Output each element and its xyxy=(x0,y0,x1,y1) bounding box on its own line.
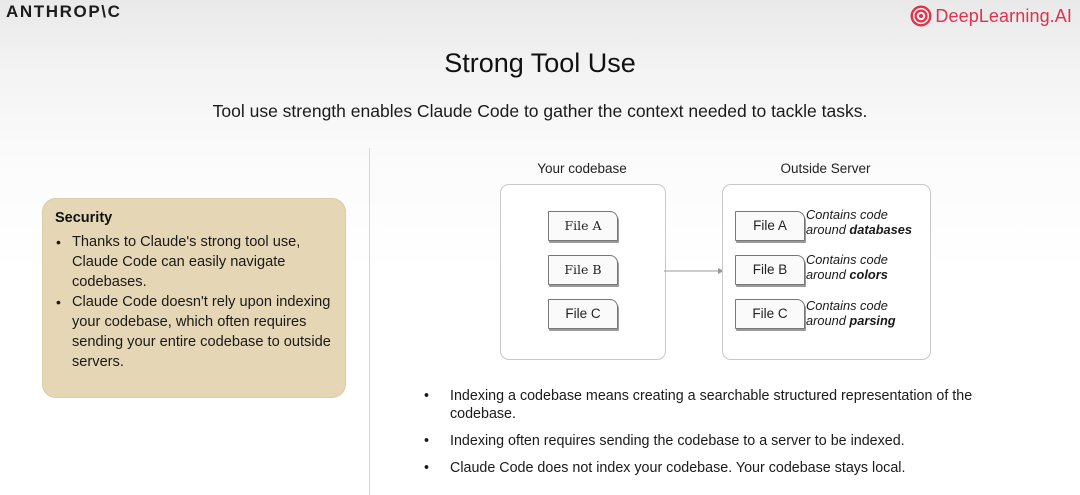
file-c-note: Contains code around parsing xyxy=(806,298,926,328)
indexing-bullet-list: Indexing a codebase means creating a sea… xyxy=(424,387,1024,486)
server-file-a: File A xyxy=(735,211,805,241)
note-keyword: colors xyxy=(849,267,888,282)
outside-server-label: Outside Server xyxy=(780,161,871,176)
note-text: Contains code xyxy=(806,252,888,267)
deeplearning-spiral-icon xyxy=(910,5,932,27)
note-text: around xyxy=(806,222,850,237)
file-b-note: Contains code around colors xyxy=(806,252,926,282)
note-text: Contains code xyxy=(806,207,888,222)
server-file-c: File C xyxy=(735,299,805,329)
local-file-c: File C xyxy=(548,299,618,329)
note-keyword: databases xyxy=(849,222,913,237)
note-text: Contains code xyxy=(806,298,888,313)
slide-subtitle: Tool use strength enables Claude Code to… xyxy=(212,101,868,121)
local-file-b: File B xyxy=(548,255,618,285)
security-bullet: Thanks to Claude's strong tool use, Clau… xyxy=(54,232,342,292)
indexing-bullet: Indexing a codebase means creating a sea… xyxy=(424,387,1024,423)
security-bullet: Claude Code doesn't rely upon indexing y… xyxy=(54,292,342,372)
vertical-divider xyxy=(369,148,370,495)
your-codebase-label: Your codebase xyxy=(537,161,627,176)
arrow-right-icon xyxy=(664,268,724,274)
file-a-note: Contains code around databases xyxy=(806,207,926,237)
note-text: around xyxy=(806,313,850,328)
note-keyword: parsing xyxy=(849,313,896,328)
indexing-bullet: Claude Code does not index your codebase… xyxy=(424,459,1024,477)
deeplearning-wordmark: DeepLearning.AI xyxy=(935,5,1072,26)
local-file-a: File A xyxy=(548,211,618,241)
server-file-b: File B xyxy=(735,255,805,285)
deeplearning-logo: DeepLearning.AI xyxy=(910,4,1072,28)
anthropic-logo: ANTHROP\C xyxy=(6,2,122,21)
indexing-bullet: Indexing often requires sending the code… xyxy=(424,432,1024,450)
note-text: around xyxy=(806,267,850,282)
slide-title: Strong Tool Use xyxy=(444,48,636,78)
security-bullet-list: Thanks to Claude's strong tool use, Clau… xyxy=(54,232,342,372)
security-card-title: Security xyxy=(55,210,113,226)
